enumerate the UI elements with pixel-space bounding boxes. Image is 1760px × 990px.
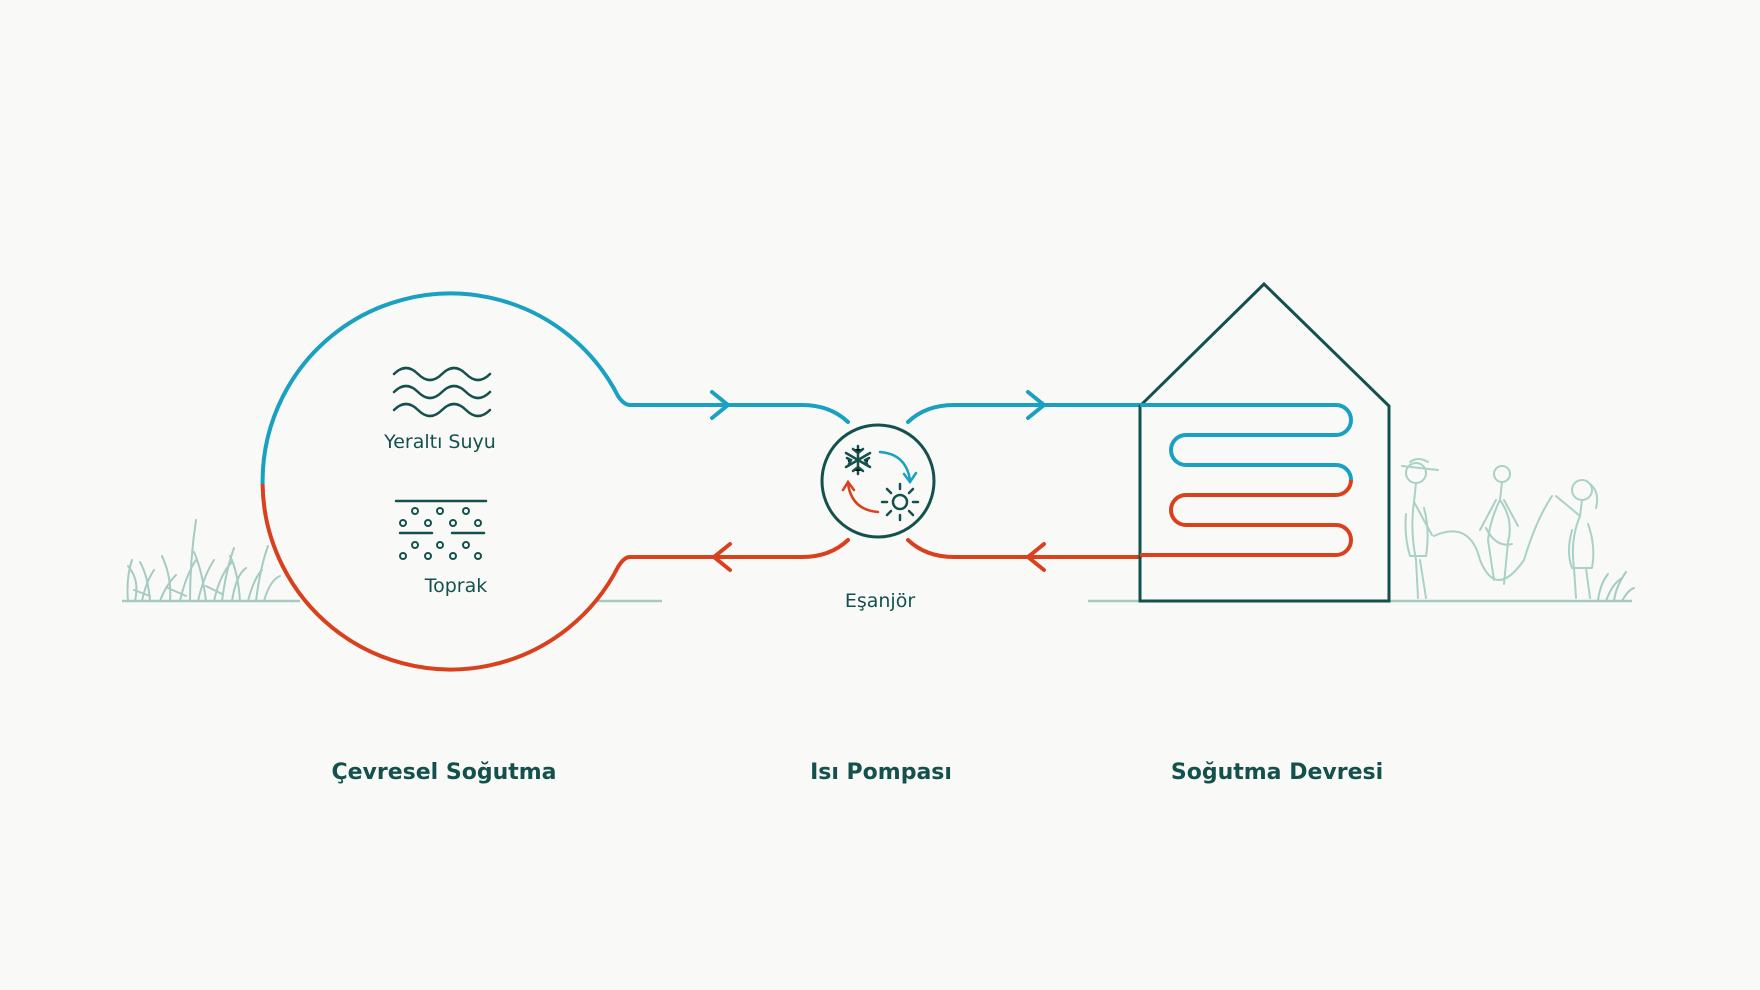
house-icon [1138,281,1391,603]
pipe-cold-to-house [906,403,1142,424]
ground-source-loop [260,291,670,672]
groundwater-label: Yeraltı Suyu [383,431,496,453]
exchanger-label: Eşanjör [845,590,915,612]
soil-layers-icon [394,499,488,560]
pipe-cold-to-exchanger [666,403,850,424]
section-caption-cooling-circuit: Soğutma Devresi [1171,760,1383,785]
arrow-right-icon [1026,390,1048,420]
snowflake-icon [844,444,872,476]
section-caption-heat-pump: Isı Pompası [810,760,952,785]
arrow-left-icon [1024,542,1046,572]
water-waves-icon [392,366,492,418]
cycle-arrows-icon [841,450,918,514]
grass-right-icon [1597,571,1635,602]
house-outline [1138,281,1391,603]
heat-exchanger [820,423,936,539]
arrow-left-icon [710,542,732,572]
exchanger-circle [820,423,936,539]
grass-icon [126,519,281,602]
soil-label: Toprak [424,575,488,597]
section-caption-environmental-cooling: Çevresel Soğutma [331,760,556,785]
pipe-warm-from-house [906,538,1142,559]
ground-loop-cold [260,291,670,484]
pipes-left [666,390,850,572]
ground-loop-warm [260,484,670,672]
arrow-right-icon [710,390,732,420]
pipe-warm-from-exchanger [666,538,850,559]
sun-icon [880,482,920,522]
children-figures-icon [1401,458,1599,599]
floor-loop-cold [1140,403,1353,481]
pipes-right [906,390,1142,572]
floor-loop-warm [1140,479,1353,557]
